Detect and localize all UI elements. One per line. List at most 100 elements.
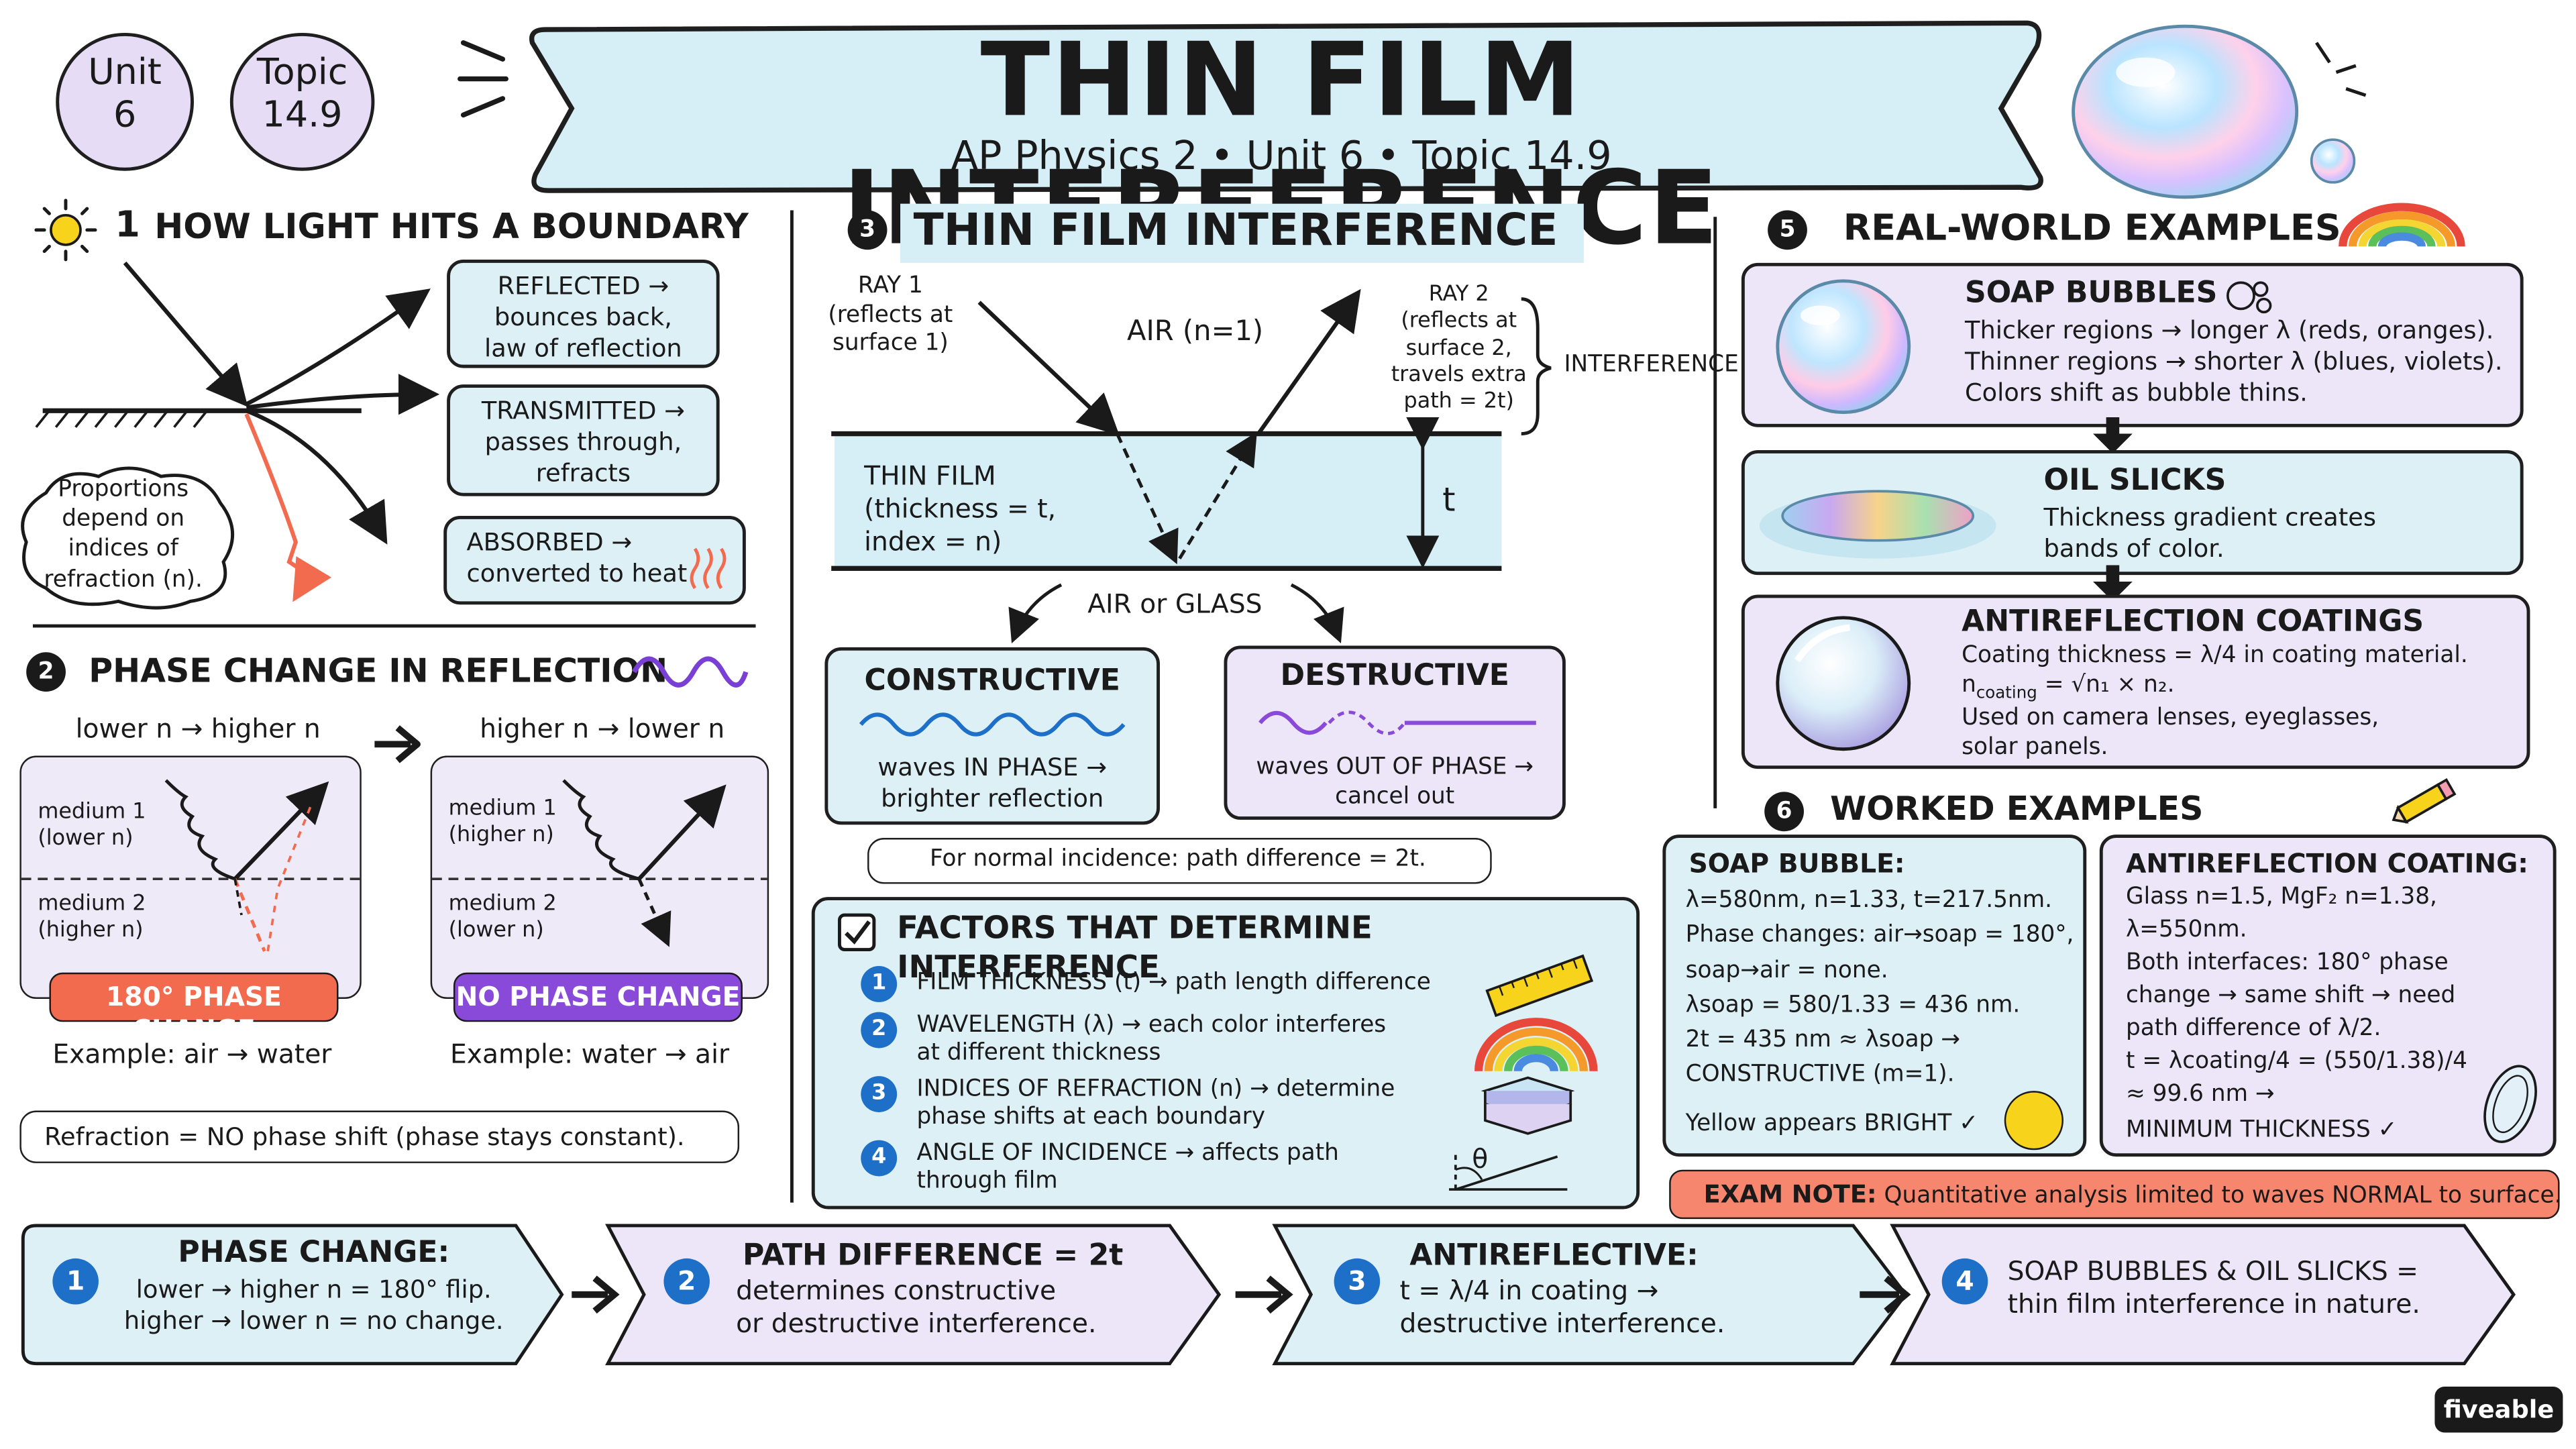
ar-example-lines: Glass n=1.5, MgF₂ n=1.38, λ=550nm. Both … [2126, 883, 2467, 1108]
thin-film-diagram [831, 288, 1552, 643]
section6-number: 6 [1764, 792, 1805, 832]
page-subtitle: AP Physics 2 • Unit 6 • Topic 14.9 [951, 133, 1612, 179]
unit-badge: Unit 6 [56, 32, 194, 171]
antireflection-formula-n: n [1962, 672, 1976, 698]
soap-example-title: SOAP BUBBLE: [1688, 847, 1905, 879]
soap-bubble-example: SOAP BUBBLE: λ=580nm, n=1.33, t=217.5nm.… [1662, 835, 2087, 1157]
antireflection-formula-rest: = √n₁ × n₂. [2037, 672, 2175, 698]
oil-slicks-title: OIL SLICKS [2043, 463, 2226, 498]
wave-icon [632, 656, 749, 688]
sun-icon [34, 199, 97, 262]
title-banner [529, 20, 2043, 193]
destructive-title: DESTRUCTIVE [1280, 659, 1509, 694]
phase-change-tag-label: 180° PHASE CHANGE [106, 981, 282, 1045]
arrow-down-icon-1 [2093, 417, 2133, 453]
destructive-box: DESTRUCTIVE waves OUT OF PHASE → cancel … [1224, 645, 1566, 820]
lens-outline-icon [2483, 1065, 2537, 1144]
layers-icon [1481, 1076, 1575, 1135]
soap-bubbles-card: SOAP BUBBLES Thicker regions → longer λ … [1741, 262, 2524, 427]
proportions-note: Proportions depend on indices of refract… [44, 476, 203, 593]
factor-2-number: 2 [861, 1012, 898, 1049]
summary-chevrons [21, 1224, 2516, 1366]
antireflection-example: ANTIREFLECTION COATING: Glass n=1.5, MgF… [2099, 835, 2557, 1157]
brand-text: fiveable [2443, 1395, 2555, 1425]
rainbow-header-icon [2339, 203, 2465, 248]
summary-4-text: SOAP BUBBLES & OIL SLICKS = thin film in… [2007, 1255, 2420, 1320]
section2-title: PHASE CHANGE IN REFLECTION [89, 650, 668, 690]
soap-bubble-icon [1776, 279, 1911, 415]
phase-change-panel-right: medium 1 (higher n) medium 2 (lower n) [430, 755, 769, 999]
rainbow-icon [1474, 1018, 1598, 1072]
refraction-note-box: Refraction = NO phase shift (phase stays… [19, 1110, 740, 1163]
ruler-icon [1485, 954, 1594, 1018]
soap-bubbles-text: Thicker regions → longer λ (reds, orange… [1965, 315, 2503, 407]
factor-1-number: 1 [861, 966, 898, 1002]
constructive-text: waves IN PHASE → brighter reflection [877, 752, 1107, 813]
air-label: AIR (n=1) [1127, 315, 1264, 349]
exam-note-text: Quantitative analysis limited to waves N… [1876, 1183, 2562, 1210]
constructive-title: CONSTRUCTIVE [864, 663, 1120, 698]
no-phase-change-tag-label: NO PHASE CHANGE [455, 981, 741, 1012]
summary-1-title: PHASE CHANGE: [178, 1235, 450, 1271]
title-burst-left-icon [458, 40, 508, 118]
antireflection-title: ANTIREFLECTION COATINGS [1962, 604, 2424, 639]
summary-3-title: ANTIREFLECTIVE: [1409, 1238, 1699, 1273]
phase-change-tag: 180° PHASE CHANGE [49, 972, 339, 1045]
absorbed-box: ABSORBED → converted to heat [443, 515, 746, 605]
exam-note-content: EXAM NOTE: Quantitative analysis limited… [1704, 1179, 2562, 1212]
section-divider-1 [32, 624, 756, 628]
constructive-wave-icon [859, 712, 1126, 737]
exam-note-label: EXAM NOTE: [1703, 1179, 1877, 1210]
antireflection-card: ANTIREFLECTION COATINGS Coating thicknes… [1741, 594, 2530, 769]
checkbox-icon [837, 913, 876, 951]
absorbed-text: ABSORBED → converted to heat [466, 527, 688, 588]
factors-title: FACTORS THAT DETERMINE INTERFERENCE [897, 910, 1373, 985]
lens-icon [1776, 616, 1911, 751]
normal-incidence-note: For normal incidence: path difference = … [930, 846, 1426, 873]
soap-example-result: Yellow appears BRIGHT ✓ [1685, 1110, 1979, 1137]
left-example: Example: air → water [52, 1038, 332, 1070]
unit-badge-text: Unit 6 [88, 52, 162, 138]
theta-label: θ [1472, 1143, 1489, 1175]
heat-icon [690, 547, 727, 590]
ray1-label: RAY 1 (reflects at surface 1) [828, 272, 953, 357]
column-divider-1 [790, 210, 794, 1203]
small-bubbles-icon [2226, 281, 2272, 314]
thickness-t-label: t [1442, 480, 1456, 519]
left-medium2: medium 2 (higher n) [38, 892, 146, 944]
factor-2-text: WAVELENGTH (λ) → each color interferes a… [916, 1012, 1387, 1066]
soap-bubbles-title: SOAP BUBBLES [1965, 276, 2218, 311]
section1-number: 1 [115, 205, 140, 247]
section2-number: 2 [26, 652, 66, 692]
column-divider-2 [1713, 217, 1717, 808]
right-medium2: medium 2 (lower n) [448, 892, 557, 944]
oil-slicks-card: OIL SLICKS Thickness gradient creates ba… [1741, 450, 2524, 576]
oil-slick-icon [1759, 490, 1996, 559]
right-heading: higher n → lower n [480, 712, 725, 745]
interference-label: INTERFERENCE [1564, 352, 1739, 378]
summary-4-number: 4 [1941, 1258, 1988, 1305]
no-phase-change-tag: NO PHASE CHANGE [453, 972, 743, 1022]
antireflection-formula: ncoating = √n₁ × n₂. [1962, 672, 2174, 706]
angle-icon [1449, 1150, 1568, 1191]
bubble-icon [2072, 24, 2367, 199]
exam-note: EXAM NOTE: Quantitative analysis limited… [1669, 1169, 2562, 1220]
section3-number: 3 [847, 210, 888, 250]
right-medium1: medium 1 (higher n) [448, 796, 557, 849]
left-heading: lower n → higher n [75, 712, 321, 745]
section3-title-highlight [900, 203, 1584, 263]
summary-3-number: 3 [1334, 1258, 1381, 1305]
transmitted-box: TRANSMITTED → passes through, refracts [447, 384, 720, 496]
transmitted-text: TRANSMITTED → passes through, refracts [481, 396, 685, 488]
factor-1-text: FILM THICKNESS (t) → path length differe… [916, 969, 1431, 996]
summary-3-text: t = λ/4 in coating → destructive interfe… [1399, 1275, 1725, 1339]
phase-change-diagram-right [432, 779, 767, 947]
antireflection-line3: Used on camera lenses, eyeglasses, solar… [1962, 704, 2379, 760]
left-medium1: medium 1 (lower n) [38, 800, 146, 852]
factor-3-number: 3 [861, 1076, 898, 1112]
section3-title: THIN FILM INTERFERENCE [913, 205, 1558, 257]
factor-4-number: 4 [861, 1140, 898, 1177]
arrow-right-icon [374, 725, 421, 763]
pencil-icon [2392, 777, 2457, 824]
fiveable-logo: fiveable [2434, 1386, 2563, 1433]
